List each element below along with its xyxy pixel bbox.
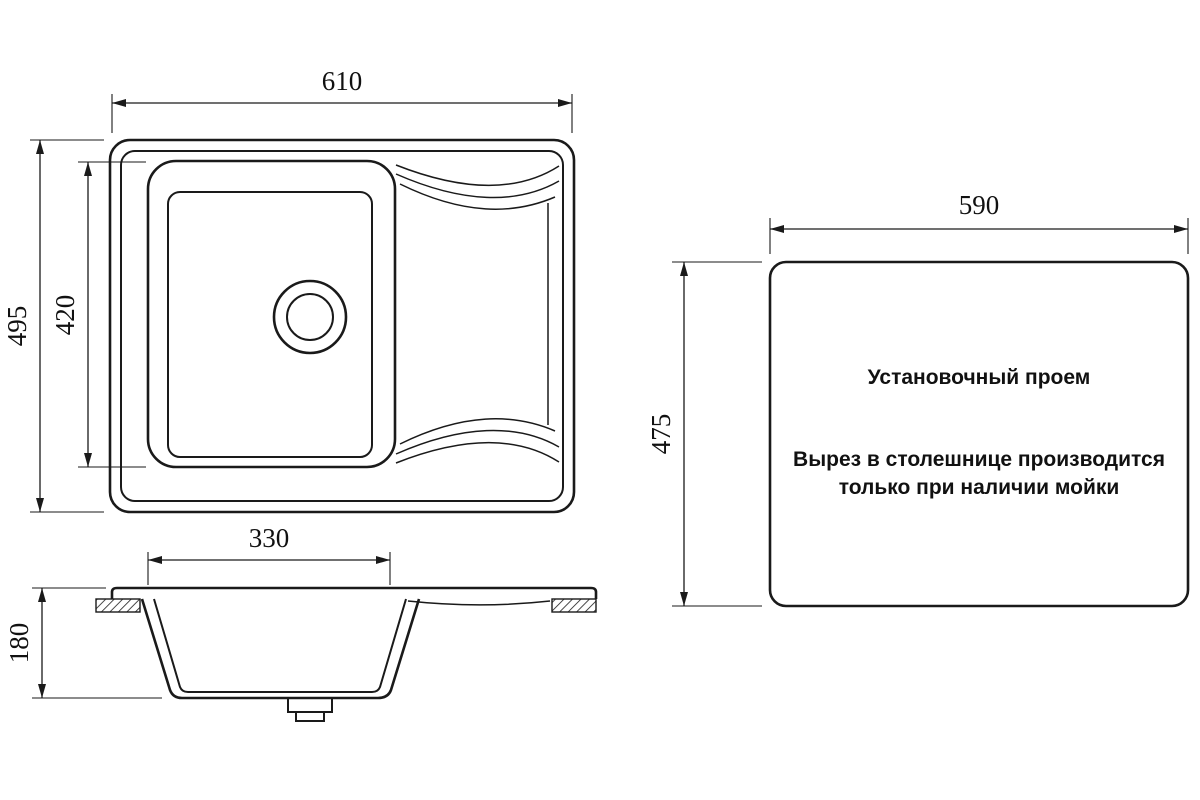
bowl-inner-profile bbox=[153, 598, 407, 693]
drain-inner-circle bbox=[286, 293, 334, 341]
drain-stub-lower bbox=[295, 711, 325, 722]
dimension-bowl-depth: 420 bbox=[50, 161, 146, 468]
dimension-overall-width: 610 bbox=[111, 66, 573, 133]
countertop-hatch-left bbox=[95, 598, 141, 613]
dimension-bowl-opening-width: 330 bbox=[147, 523, 391, 585]
section-view: 330 180 bbox=[4, 523, 598, 722]
drainboard-grooves bbox=[395, 164, 560, 464]
dimension-bowl-depth-label: 420 bbox=[50, 295, 80, 336]
drain-outer-circle bbox=[272, 279, 348, 355]
dimension-cutout-height: 475 bbox=[646, 261, 762, 607]
sink-inner-rim bbox=[120, 150, 564, 502]
dimension-cutout-width: 590 bbox=[769, 190, 1189, 254]
bowl-outer-edge bbox=[146, 159, 397, 469]
bowl-inner-edge bbox=[167, 191, 373, 458]
sink-flange-profile bbox=[110, 586, 598, 599]
dimension-bowl-height: 180 bbox=[4, 587, 162, 699]
cutout-title-label: Установочный проем bbox=[868, 366, 1091, 389]
bowl-outer-profile bbox=[140, 598, 421, 700]
dimension-overall-depth: 495 bbox=[2, 139, 104, 513]
drain-stub-upper bbox=[287, 697, 333, 713]
sink-outer-rim bbox=[108, 138, 576, 514]
countertop-hatch-right bbox=[551, 598, 597, 613]
dimension-bowl-opening-width-label: 330 bbox=[249, 523, 290, 553]
cutout-note-line2: только при наличии мойки bbox=[839, 476, 1120, 499]
dimension-cutout-width-label: 590 bbox=[959, 190, 1000, 220]
cutout-view: 590 475 Установочный проем Вырез в столе… bbox=[646, 190, 1190, 608]
cutout-note-line1: Вырез в столешнице производится bbox=[793, 448, 1165, 471]
dimension-cutout-height-label: 475 bbox=[646, 414, 676, 455]
cutout-rectangle bbox=[768, 260, 1190, 608]
dimension-overall-width-label: 610 bbox=[322, 66, 363, 96]
drainboard-underside bbox=[407, 600, 551, 606]
dimension-overall-depth-label: 495 bbox=[2, 306, 32, 347]
dimension-bowl-height-label: 180 bbox=[4, 623, 34, 664]
top-view: 610 495 420 bbox=[2, 66, 576, 514]
